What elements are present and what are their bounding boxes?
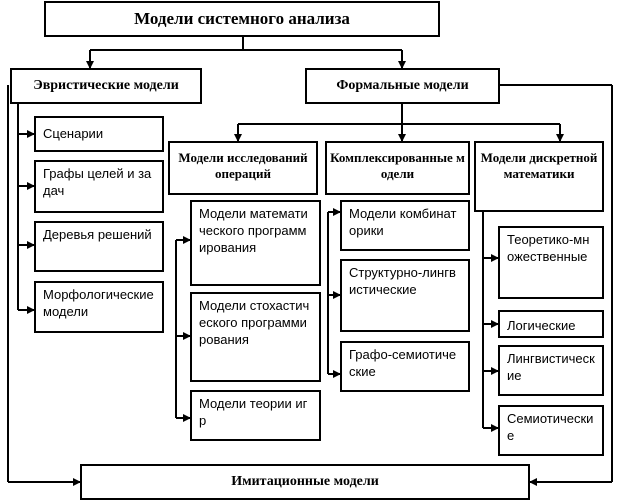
discrete-item: Теоретико-множественные <box>498 226 604 299</box>
heuristic-item: Деревья решений <box>34 221 164 272</box>
discrete-item: Семиотические <box>498 405 604 456</box>
discrete-models-header: Модели дискретной математики <box>474 141 604 212</box>
simulation-models-header: Имитационные модели <box>80 464 530 500</box>
research-item: Модели стохастического программирования <box>190 292 321 382</box>
heuristic-item: Графы целей и задач <box>34 160 164 213</box>
heuristic-item: Морфологические модели <box>34 281 164 333</box>
discrete-item: Лингвистические <box>498 345 604 396</box>
complex-models-header: Комплексированные модели <box>325 141 470 195</box>
heuristic-models-header: Эвристические модели <box>10 68 202 104</box>
discrete-item: Логические <box>498 310 604 338</box>
complex-item: Структурно-лингвистические <box>340 259 470 332</box>
complex-item: Модели комбинаторики <box>340 200 470 251</box>
research-item: Модели математического программирования <box>190 200 321 286</box>
complex-item: Графо-семиотические <box>340 341 470 392</box>
formal-models-header: Формальные модели <box>305 68 500 104</box>
title-box: Модели системного анализа <box>44 1 440 37</box>
research-item: Модели теории игр <box>190 390 321 441</box>
research-models-header: Модели исследований операций <box>168 141 318 195</box>
heuristic-item: Сценарии <box>34 116 164 152</box>
